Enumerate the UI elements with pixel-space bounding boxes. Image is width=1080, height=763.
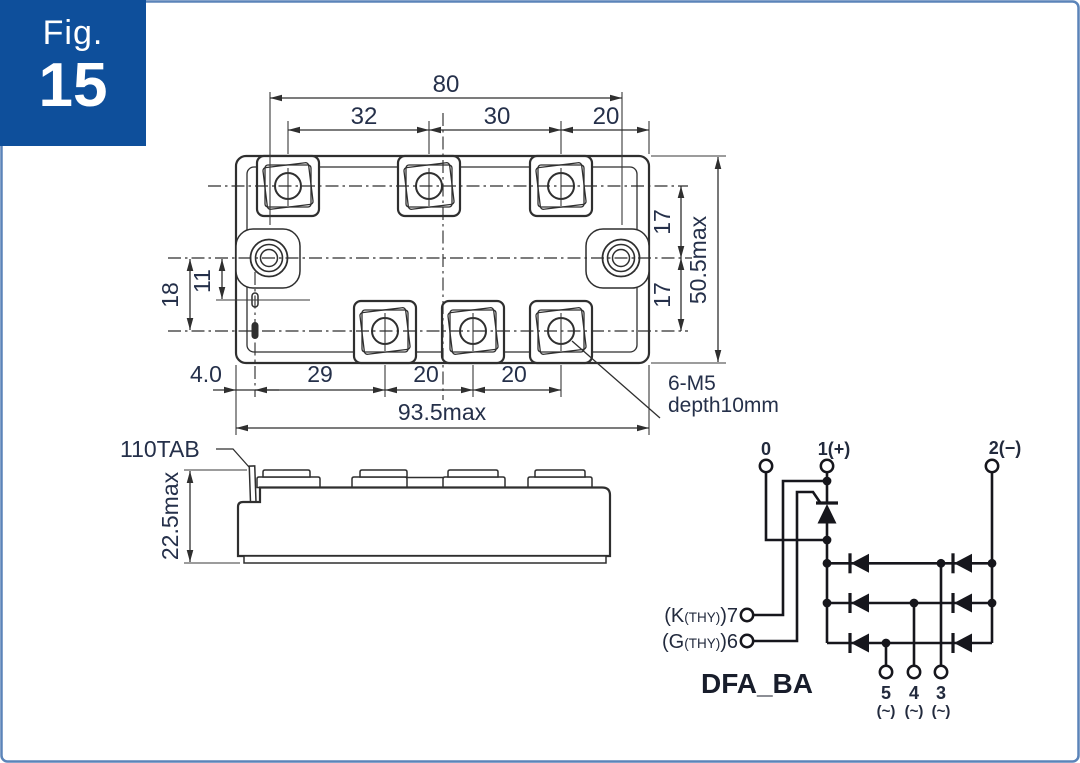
dim-right-pitch-upper: 17: [649, 209, 675, 235]
terminal-6-label: (G(THY))6: [662, 631, 738, 653]
terminal-2-label: 2(−): [989, 438, 1022, 458]
circuit-title: DFA_BA: [701, 668, 813, 699]
terminal-4-pad: [906, 664, 922, 680]
terminal-4-label: 4: [909, 683, 919, 703]
terminal-0-pad: [758, 458, 774, 474]
junction-dots: [822, 476, 997, 648]
dim-body-height: 50.5max: [685, 215, 711, 304]
dim-bottom-pitch-1: 29: [307, 361, 333, 387]
dim-top-pitch-2: 30: [484, 103, 511, 130]
diode-symbols: [848, 553, 972, 653]
terminal-1-label: 1(+): [818, 439, 851, 459]
terminal-5-pad: [878, 664, 894, 680]
extension-lines: [216, 92, 726, 435]
terminal-1-pad: [819, 458, 835, 474]
centerlines: [168, 113, 692, 400]
figure-number: 15: [38, 51, 108, 120]
side-view: 22.5max 110TAB: [120, 436, 612, 564]
terminal-block-bottom-2: [440, 299, 506, 365]
screw-note-line1: 6-M5: [668, 372, 716, 395]
side-body-outline: [236, 486, 612, 558]
dim-pin-offset: 4.0: [190, 361, 222, 387]
terminal-block-bottom-1: [352, 299, 418, 365]
terminal-5-label: 5: [881, 683, 891, 703]
dim-top-pitch-1: 32: [351, 103, 378, 130]
terminal-2-pad: [984, 458, 1000, 474]
terminal-7-label: (K(THY))7: [664, 605, 738, 627]
screw-note-leader: [571, 340, 661, 419]
ac-mark-3: (~): [932, 703, 951, 720]
terminal-3-pad: [933, 664, 949, 680]
screw-note-line2: depth10mm: [668, 394, 779, 417]
ac-mark-5: (~): [877, 703, 896, 720]
figure-badge: Fig. 15: [0, 0, 146, 146]
tab-label: 110TAB: [120, 436, 200, 462]
terminal-7-pad: [739, 607, 755, 623]
top-view: 80 32 30 20 17 17 50.5max 18 11 4.0 29 2…: [157, 71, 779, 435]
ac-mark-4: (~): [905, 703, 924, 720]
dim-left-pin-upper: 11: [189, 269, 215, 293]
terminal-3-label: 3: [936, 683, 946, 703]
dimension-lines: [186, 94, 722, 432]
terminal-0-label: 0: [761, 439, 771, 459]
circuit-terminals: [739, 458, 1000, 680]
dim-bottom-pitch-2: 20: [413, 361, 439, 387]
dim-side-height: 22.5max: [157, 471, 183, 560]
baseplate: [243, 555, 607, 564]
side-dimension: [184, 469, 247, 564]
terminal-bumps: [256, 469, 593, 489]
terminal-6-pad: [739, 633, 755, 649]
dim-bottom-pitch-3: 20: [501, 361, 527, 387]
tab-pin: [248, 465, 257, 504]
dim-top-pitch-3: 20: [593, 103, 620, 130]
terminal-block-bottom-3: [528, 299, 594, 365]
circuit-wires: [753, 472, 994, 666]
tab-leader: [216, 448, 250, 468]
dim-right-pitch-lower: 17: [649, 282, 675, 308]
figure-label: Fig.: [42, 14, 104, 52]
thyristor-symbol: [816, 501, 838, 524]
circuit-diagram: 0 1(+) 2(−) (K(THY))7 (G(THY))6 5 4 3 (~…: [662, 438, 1021, 720]
terminal-bump-bridge: [402, 476, 448, 489]
dim-body-width: 93.5max: [398, 399, 487, 425]
dim-mounting-pitch: 80: [433, 71, 460, 98]
dim-left-pin-lower: 18: [157, 282, 183, 308]
